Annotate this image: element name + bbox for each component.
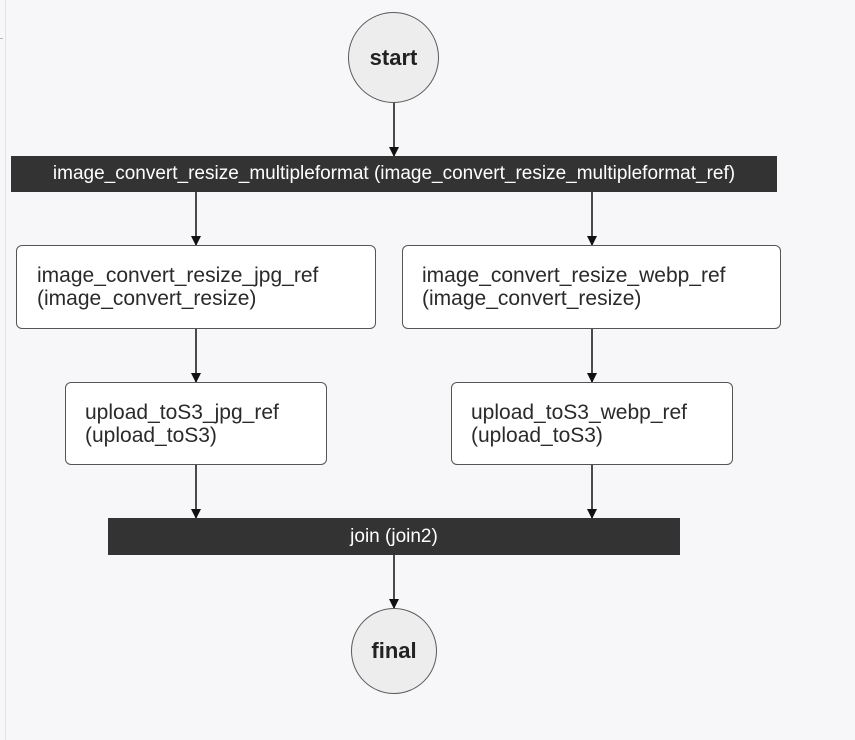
jpg-convert-task-type: (image_convert_resize)	[37, 287, 257, 310]
webp-convert-task-type: (image_convert_resize)	[422, 287, 642, 310]
webp-upload-task-name: upload_toS3_webp_ref	[471, 400, 688, 424]
webp-upload-task[interactable]: upload_toS3_webp_ref (upload_toS3)	[451, 382, 733, 465]
final-node[interactable]: final	[351, 608, 437, 694]
panel-divider	[5, 0, 6, 740]
jpg-upload-task-name: upload_toS3_jpg_ref	[85, 400, 279, 424]
jpg-convert-task[interactable]: image_convert_resize_jpg_ref (image_conv…	[16, 245, 376, 329]
final-node-label: final	[371, 638, 417, 663]
jpg-upload-task-type: (upload_toS3)	[85, 423, 217, 447]
jpg-upload-task[interactable]: upload_toS3_jpg_ref (upload_toS3)	[65, 382, 327, 465]
webp-convert-task-name: image_convert_resize_webp_ref	[422, 264, 726, 287]
join-node-label: join (join2)	[350, 525, 438, 547]
start-node-label: start	[369, 44, 418, 70]
jpg-convert-task-name: image_convert_resize_jpg_ref	[37, 264, 319, 287]
fork-node[interactable]: image_convert_resize_multipleformat (ima…	[11, 156, 777, 192]
panel-divider-tick	[0, 38, 3, 39]
start-node[interactable]: start	[348, 12, 439, 103]
webp-convert-task[interactable]: image_convert_resize_webp_ref (image_con…	[402, 245, 781, 329]
fork-node-label: image_convert_resize_multipleformat (ima…	[52, 163, 736, 184]
join-node[interactable]: join (join2)	[108, 518, 680, 555]
webp-upload-task-type: (upload_toS3)	[471, 423, 603, 447]
